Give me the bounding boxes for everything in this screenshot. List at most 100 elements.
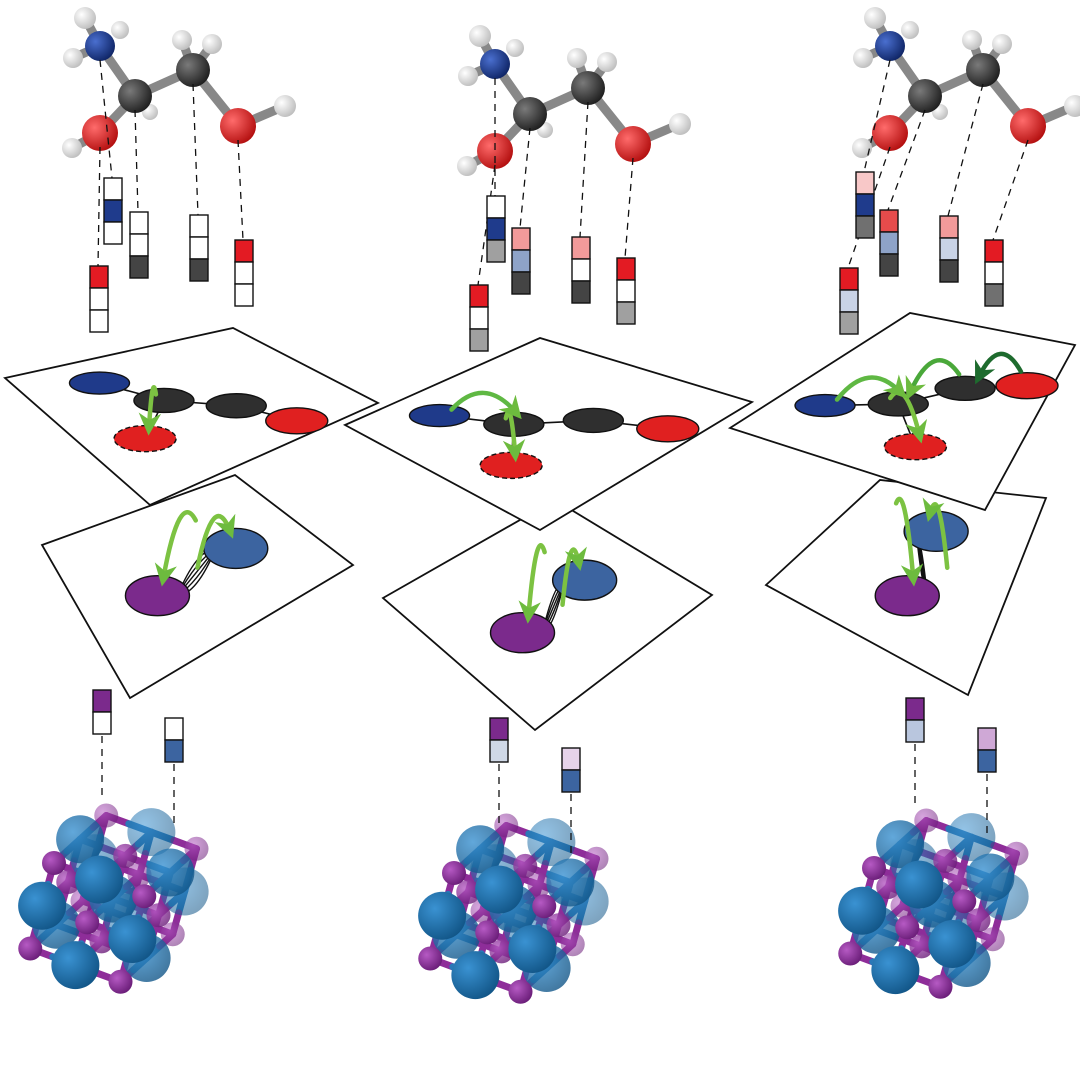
feature-cell [234,261,254,285]
lattice-atom-large [527,818,576,867]
feature-cell [616,279,636,303]
lattice-atom-small [494,813,519,838]
graph-node-nitrogen [408,403,471,428]
graph-node-nitrogen [794,393,856,418]
dashed-guide [97,146,101,267]
carbon-atom [571,71,605,105]
feature-cell [103,177,123,201]
lattice-atom-small [132,884,157,909]
feature-cell [561,769,581,793]
feature-cell [92,689,112,713]
feature-cell [103,221,123,245]
lattice-atom-small [527,872,552,897]
graph-node-blue [203,527,269,570]
hydrogen-atom [669,113,691,135]
feature-cell [164,717,184,741]
lattice-atom-small [489,939,514,964]
lattice-atom-large [418,891,467,940]
message-arrow [138,385,162,436]
carbon-atom [966,53,1000,87]
feature-vector-bar [511,227,531,295]
graph-node-purple [874,575,940,617]
feature-vector-bar [879,209,899,277]
lattice-atom-small [108,969,133,994]
oxygen-atom [477,133,513,169]
lattice-atom-small [909,934,934,959]
feature-vector-bar [977,727,997,773]
hydrogen-atom [202,34,222,54]
feature-cell [89,265,109,289]
feature-cell [839,311,859,335]
feature-cell [469,328,489,352]
feature-cell [129,233,149,257]
feature-cell [839,267,859,291]
feature-cell [92,711,112,735]
lattice-atom-small [546,913,571,938]
lattice-atom-small [146,903,171,928]
message-arrow [518,543,547,624]
graph-node-oxygen-target [113,424,177,453]
lattice-atom-large [475,865,524,914]
panel-2 [342,25,755,1004]
lattice-atom-large [75,855,124,904]
dashed-guide [863,59,891,173]
message-arrow [195,513,236,570]
nitrogen-atom [875,31,905,61]
feature-cell [879,209,899,233]
feature-vector-bar [89,265,109,333]
lattice-atom-large [928,920,977,968]
lattice-atom-large [127,808,176,857]
message-arrow [560,546,587,607]
feature-cell [984,239,1004,263]
message-arrow [975,351,1024,385]
lattice-atom-large [508,925,557,973]
feature-cell [855,193,875,217]
lattice-atom-large [895,860,944,909]
feature-cell [129,211,149,235]
lattice-atom-small [160,922,185,947]
graph-node-blue [903,510,969,552]
graph-node-purple [124,574,191,617]
lattice-atom-large [876,820,925,869]
feature-cell [234,283,254,307]
oxygen-atom [1010,108,1046,144]
lattice-atom-small [184,836,209,861]
graph-node-carbon [205,393,267,419]
feature-vector-bar [905,697,925,743]
feature-vector-bar [939,215,959,283]
hydrogen-atom [458,66,478,86]
carbon-atom [118,79,152,113]
dashed-guide [624,157,634,259]
dashed-guide [579,101,589,238]
feature-cell [905,719,925,743]
carbon-atom [513,97,547,131]
lattice-atom-small [876,875,901,899]
feature-cell [939,215,959,239]
lattice-atom-small [113,843,138,868]
dashed-guide [847,146,891,269]
graph-node-oxygen [995,371,1059,400]
feature-vector-bar [489,717,509,763]
feature-vector-bar [129,211,149,279]
dashed-guide [192,83,199,216]
feature-cell [511,271,531,295]
molecule-graph-plane [342,337,755,532]
lattice-atom-small [508,979,533,1004]
feature-cell [164,739,184,763]
feature-cell [189,214,209,238]
hydrogen-atom [853,48,873,68]
feature-cell [905,697,925,721]
feature-cell [469,284,489,308]
crystal-lattice [418,813,609,1004]
hydrogen-atom [962,30,982,50]
graph-node-carbon [867,391,929,417]
feature-cell [571,236,591,260]
hydrogen-atom [469,25,491,47]
feature-cell [189,258,209,282]
feature-cell [89,309,109,333]
feature-cell [984,283,1004,307]
feature-vector-bar [486,195,506,263]
dashed-guide [887,109,926,211]
graph-node-carbon [133,387,195,414]
panel-3 [727,7,1080,999]
